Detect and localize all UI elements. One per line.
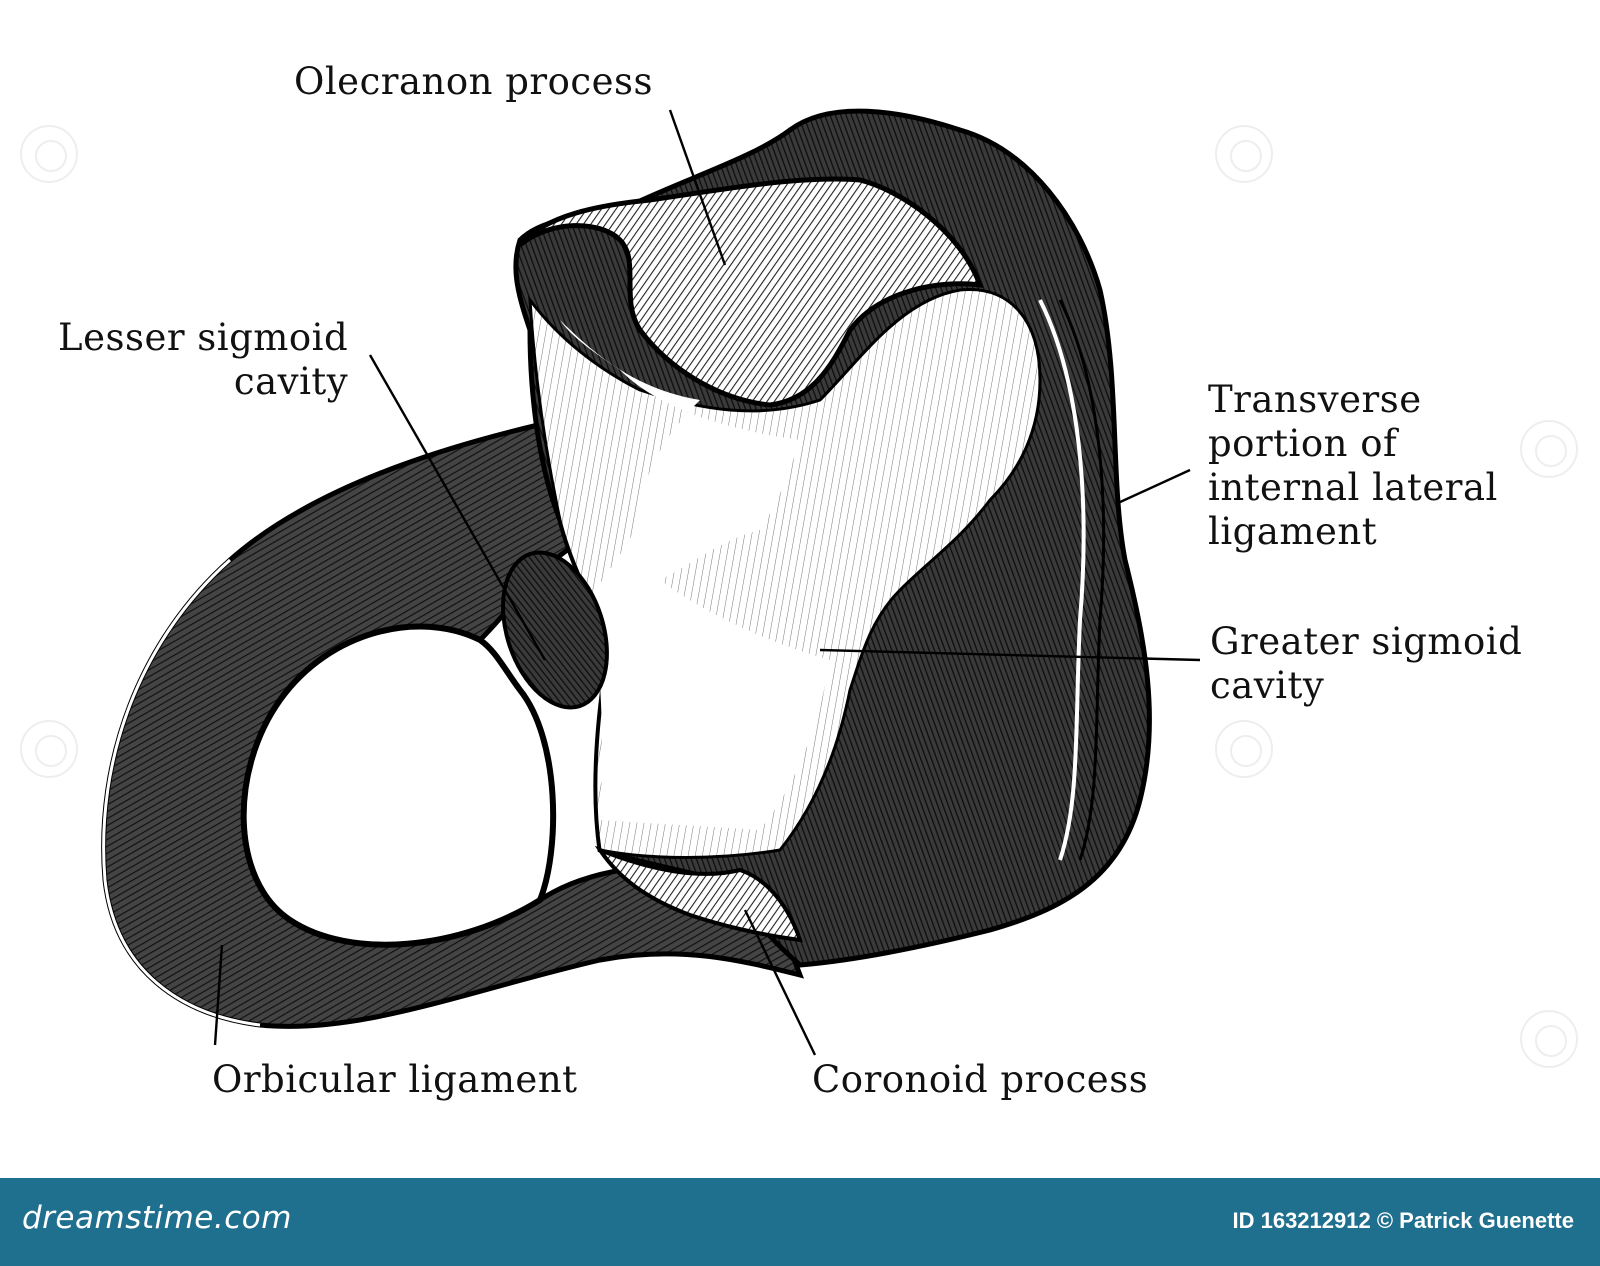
leader-transverse: [1117, 468, 1191, 505]
watermark-mark: [1520, 420, 1578, 478]
leader-lesser: [368, 354, 547, 661]
watermark-mark: [1215, 125, 1273, 183]
label-greater-sigmoid-cavity: Greater sigmoid cavity: [1210, 620, 1523, 707]
leader-greater: [819, 648, 1201, 662]
watermark-mark: [20, 720, 78, 778]
leader-olecranon: [668, 109, 727, 266]
label-orbicular-ligament: Orbicular ligament: [212, 1058, 578, 1101]
watermark-mark: [1520, 1010, 1578, 1068]
label-coronoid-process: Coronoid process: [812, 1058, 1149, 1101]
transverse-ligament-band: [1038, 299, 1086, 861]
orbicular-ring-hole: [240, 623, 557, 948]
coronoid-process: [594, 845, 803, 943]
articular-highlight: [560, 320, 830, 830]
watermark-mark: [20, 125, 78, 183]
label-olecranon-process: Olecranon process: [294, 60, 653, 103]
leader-orbicular: [213, 944, 224, 1046]
lesser-sigmoid-cavity: [501, 550, 609, 710]
brand-logo[interactable]: dreamstime.com: [22, 1200, 292, 1236]
image-credit: ID 163212912 © Patrick Guenette: [1232, 1208, 1574, 1233]
label-transverse-ligament: Transverse portion of internal lateral l…: [1208, 378, 1498, 553]
footer-bar: dreamstime.com ID 163212912 © Patrick Gu…: [0, 1178, 1600, 1266]
leader-coronoid: [743, 909, 817, 1056]
olecranon-process: [518, 176, 984, 408]
ulna-elbow-illustration: [101, 108, 1201, 1056]
label-lesser-sigmoid-cavity: Lesser sigmoid cavity: [58, 316, 349, 403]
watermark-mark: [1215, 720, 1273, 778]
